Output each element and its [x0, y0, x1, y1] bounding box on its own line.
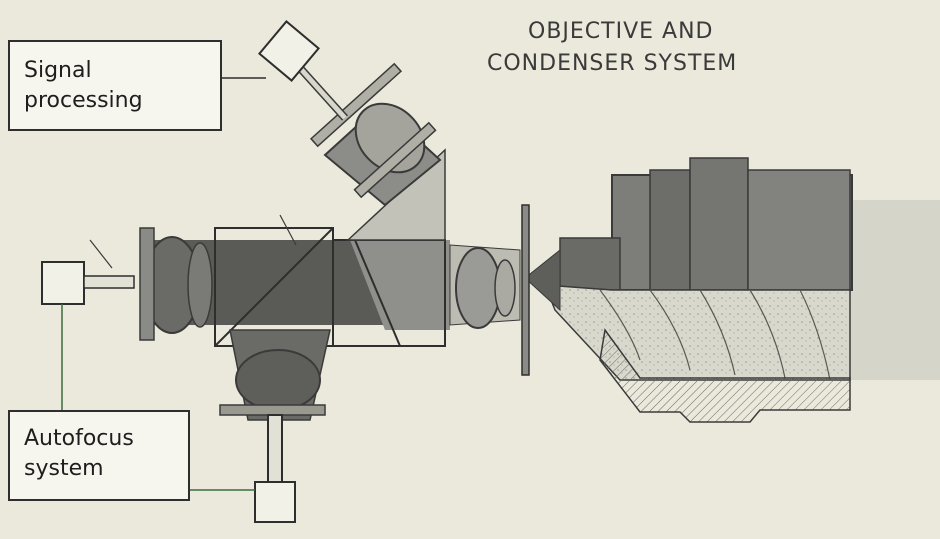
signal-processing-line2: processing	[24, 88, 143, 113]
beam-splitter-diagonal-1	[214, 227, 334, 347]
lower-lens	[235, 349, 321, 411]
beam-splitter-transmitted	[350, 240, 450, 330]
objective-nose	[559, 237, 621, 291]
autofocus-detector-box	[254, 481, 296, 523]
objective-condenser-housing	[524, 157, 940, 423]
upper-mount-plate-2	[353, 121, 437, 199]
housing-section-b	[689, 157, 749, 291]
diagram-title-line1: OBJECTIVE AND	[528, 19, 713, 44]
lower-autofocus-branch	[190, 329, 331, 523]
exit-beam-region	[850, 200, 940, 380]
housing-section-a	[649, 169, 691, 291]
specimen-slide	[521, 204, 530, 376]
source-tube	[83, 275, 135, 289]
signal-processing-line1: Signal	[24, 58, 92, 83]
autofocus-system-line1: Autofocus	[24, 426, 134, 451]
lower-tube	[267, 414, 283, 484]
left-source-assembly	[41, 261, 135, 410]
upper-mount-plate-1	[309, 62, 403, 148]
beam-splitter-diagonal-2	[354, 239, 401, 347]
diagram-title-line2: CONDENSER SYSTEM	[487, 51, 737, 76]
signal-detector-box	[258, 20, 320, 82]
autofocus-system-label: Autofocus system	[8, 410, 190, 501]
condenser-mount	[599, 328, 851, 423]
pointer-line-left	[89, 239, 113, 269]
upper-tube-inner	[298, 66, 347, 120]
focus-cone	[524, 248, 561, 312]
source-box	[41, 261, 85, 305]
relay-lens	[455, 247, 501, 329]
upper-detector-branch	[222, 20, 446, 241]
housing-section-c	[747, 169, 851, 291]
signal-processing-label: Signal processing	[8, 40, 222, 131]
lower-mount-plate	[219, 404, 326, 416]
autofocus-system-line2: system	[24, 456, 104, 481]
pointer-line-center	[279, 214, 297, 246]
lens-element-curves	[599, 289, 831, 381]
relay-lens-2	[494, 259, 516, 317]
left-mount-plate	[139, 227, 155, 341]
collimator-lens-2	[187, 242, 213, 328]
main-optical-beam	[89, 214, 521, 347]
